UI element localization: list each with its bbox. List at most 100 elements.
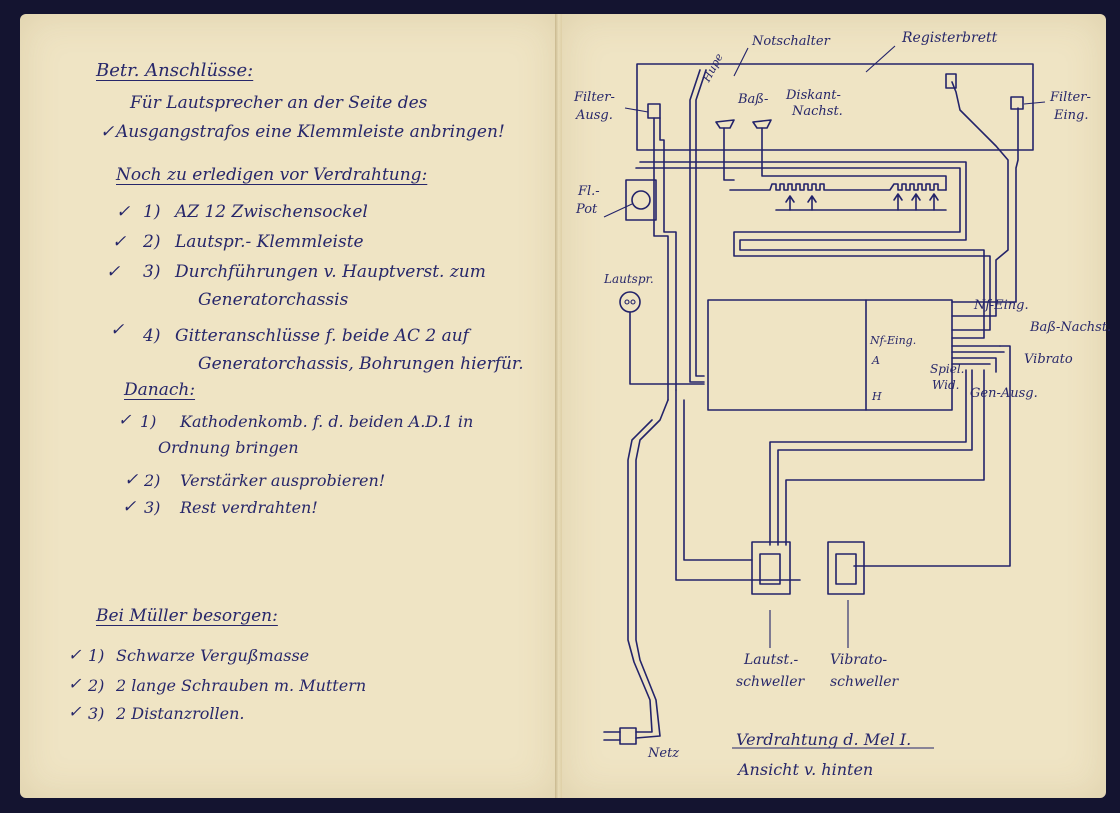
vibrato-swell-inner: [835, 553, 857, 585]
item-number: 1): [88, 646, 105, 665]
label-treble-2: Nachst.: [792, 104, 843, 119]
section3-title: Bei Müller besorgen:: [96, 606, 278, 626]
label-filter-out-1: Filter-: [574, 90, 615, 105]
label-vibrato: Vibrato: [1024, 352, 1073, 367]
heading: Betr. Anschlüsse:: [96, 60, 254, 81]
todo-item-3: Durchführungen v. Hauptverst. zum: [175, 262, 486, 282]
filter-in-connector: [1010, 96, 1024, 110]
label-play-resistor-2: Wid.: [932, 378, 960, 392]
todo-item-2: Lautspr.- Klemmleiste: [175, 232, 364, 252]
chassis-box: [707, 299, 953, 411]
buy-item-3: 2 Distanzrollen.: [116, 704, 245, 723]
check-mark: ✓: [112, 232, 127, 252]
register-board-outline: [636, 63, 1034, 151]
item-number: 2): [143, 232, 161, 252]
contact-comb: [729, 183, 947, 191]
item-number: 3): [88, 704, 105, 723]
label-emergency-switch: Notschalter: [752, 34, 830, 49]
item-number: 1): [140, 412, 157, 431]
label-gen-output: Gen-Ausg.: [970, 386, 1038, 401]
after-item-1: Kathodenkomb. f. d. beiden A.D.1 in: [180, 412, 474, 431]
label-vibrato-swell-2: schweller: [830, 674, 899, 690]
speaker-pin: [630, 299, 636, 305]
wire-bundle: [627, 69, 1019, 739]
flute-pot-knob: [631, 190, 651, 210]
check-mark: ✓: [116, 202, 131, 222]
speaker-pin: [624, 299, 630, 305]
label-filter-in-1: Filter-: [1050, 90, 1091, 105]
todo-item-3-cont: Generatorchassis: [198, 290, 349, 310]
caption-line-1: Verdrahtung d. Mel I.: [736, 730, 912, 749]
todo-item-4: Gitteranschlüsse f. beide AC 2 auf: [175, 326, 469, 346]
check-mark: ✓: [106, 262, 121, 282]
label-volume-swell-2: schweller: [736, 674, 805, 690]
intro-line-1: Für Lautsprecher an der Seite des: [130, 93, 428, 113]
label-bass-adjust: Baß-Nachst.: [1030, 320, 1112, 335]
bass-knob: [715, 119, 735, 129]
label-chassis-h: H: [872, 390, 882, 403]
label-speaker: Lautspr.: [604, 272, 654, 286]
check-mark: ✓: [110, 320, 125, 340]
label-chassis-a: A: [872, 354, 880, 367]
arrow: [911, 193, 921, 211]
leader-line: [865, 45, 896, 73]
leader-line: [603, 203, 633, 218]
label-treble-1: Diskant-: [786, 88, 841, 103]
intro-line-2: Ausgangstrafos eine Klemmleiste anbringe…: [116, 122, 505, 142]
item-number: 4): [143, 326, 161, 346]
caption-line-2: Ansicht v. hinten: [738, 760, 874, 779]
check-mark: ✓: [118, 410, 132, 429]
check-mark: ✓: [68, 674, 82, 693]
label-volume-swell-1: Lautst.-: [744, 652, 799, 668]
label-flute-pot-1: Fl.-: [578, 184, 600, 199]
leader-line: [733, 47, 749, 77]
check-mark: ✓: [124, 470, 139, 490]
label-play-resistor-1: Spiel.: [930, 362, 965, 376]
label-filter-out-2: Ausg.: [576, 108, 613, 123]
label-bass: Baß-: [738, 92, 769, 107]
filter-out-connector: [647, 103, 661, 119]
vibrato-swell-pedal: [827, 541, 865, 595]
speaker-socket: [619, 291, 641, 313]
item-number: 3): [144, 498, 161, 517]
volume-swell-pedal: [751, 541, 791, 595]
buy-item-1: Schwarze Vergußmasse: [116, 646, 310, 665]
arrow: [929, 193, 939, 211]
label-mains: Netz: [648, 746, 680, 761]
mains-plug: [619, 727, 637, 745]
arrow: [893, 193, 903, 211]
check-mark: ✓: [68, 645, 82, 664]
intro-check: ✓: [100, 122, 115, 142]
left-page: [20, 14, 557, 798]
todo-item-4-cont: Generatorchassis, Bohrungen hierfür.: [198, 354, 524, 374]
label-flute-pot-2: Pot: [576, 202, 598, 217]
after-item-2: Verstärker ausprobieren!: [180, 471, 386, 490]
leader-line: [624, 107, 649, 113]
item-number: 3): [143, 262, 161, 282]
mains-plug-pins: [603, 731, 621, 741]
board-connector: [945, 73, 957, 89]
after-item-1-cont: Ordnung bringen: [158, 438, 299, 457]
arrow: [807, 195, 817, 211]
todo-item-1: AZ 12 Zwischensockel: [175, 202, 368, 222]
item-number: 2): [144, 471, 161, 490]
item-number: 2): [88, 676, 105, 695]
label-vibrato-swell-1: Vibrato-: [830, 652, 888, 668]
label-chassis-nf-input: Nf-Eing.: [870, 334, 917, 347]
label-filter-in-2: Eing.: [1054, 108, 1089, 123]
leader-line: [1023, 101, 1046, 105]
treble-knob: [752, 119, 772, 129]
label-register-board: Registerbrett: [902, 30, 998, 46]
arrow: [785, 195, 795, 211]
after-item-3: Rest verdrahten!: [180, 498, 318, 517]
book-spine: [555, 14, 564, 798]
item-number: 1): [143, 202, 161, 222]
right-page: [562, 14, 1106, 798]
section2-title: Danach:: [124, 380, 196, 400]
check-mark: ✓: [68, 702, 82, 721]
flute-pot: [625, 179, 657, 221]
buy-item-2: 2 lange Schrauben m. Muttern: [116, 676, 367, 695]
section1-title: Noch zu erledigen vor Verdrahtung:: [116, 165, 428, 185]
label-nf-input: Nf-Eing.: [974, 298, 1029, 313]
